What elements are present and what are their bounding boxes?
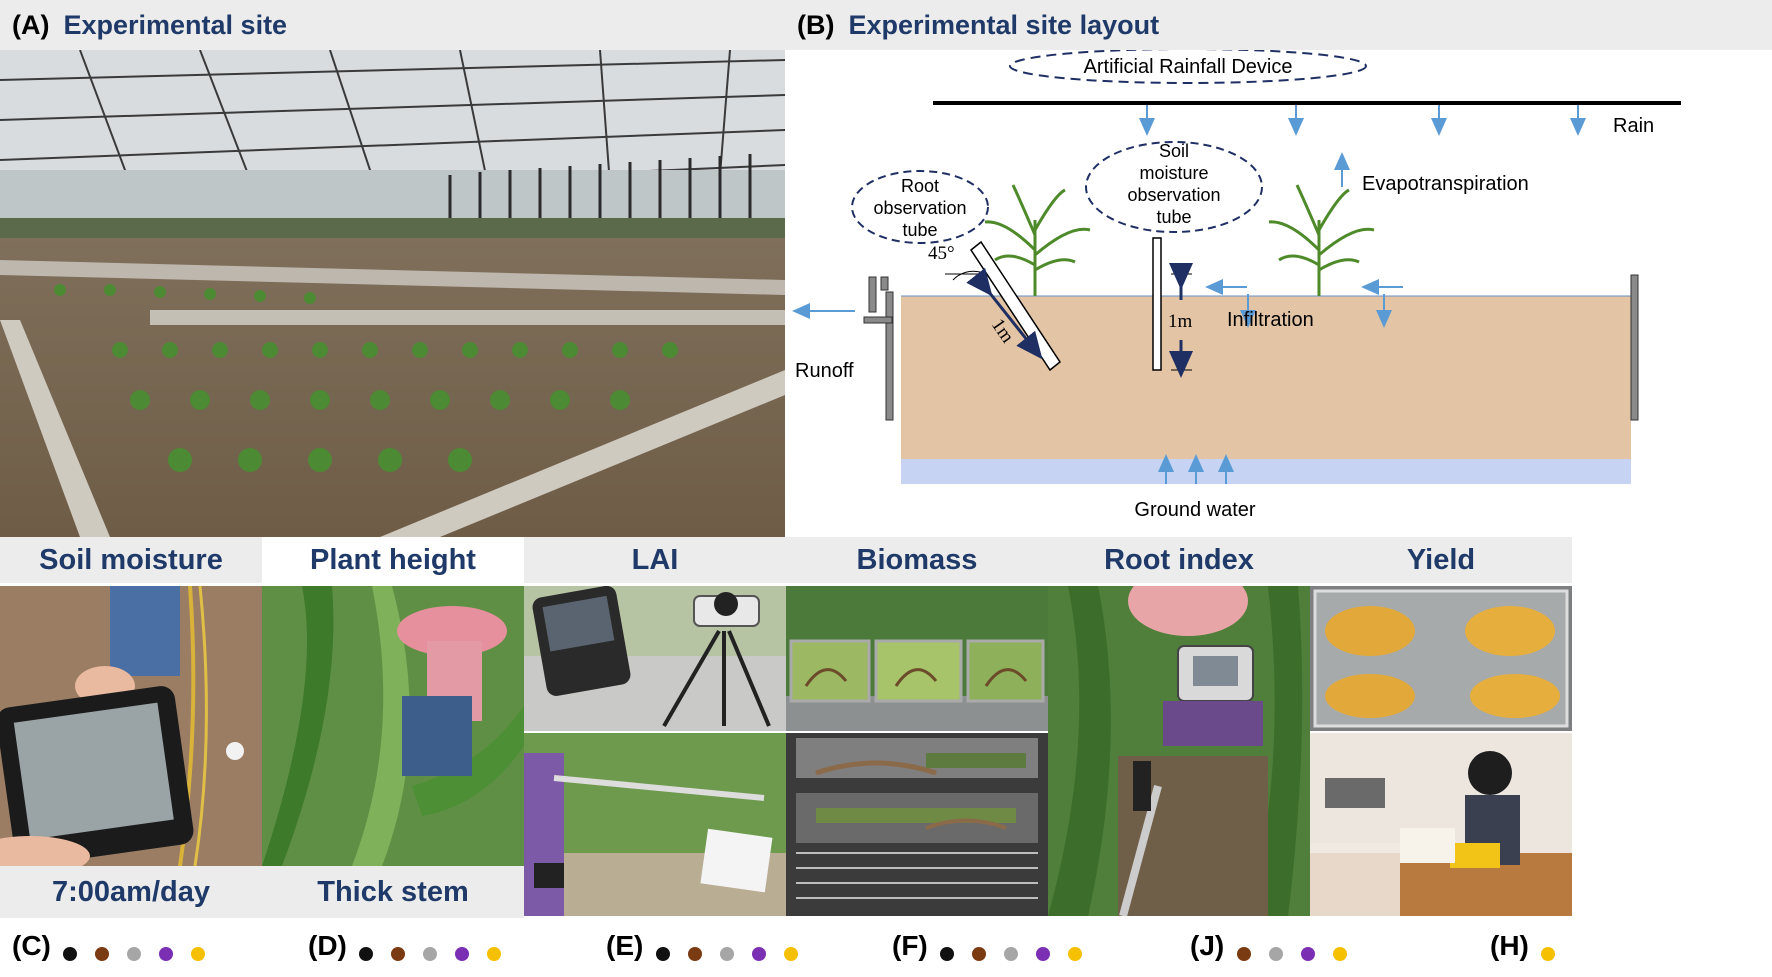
section-title-yield: Yield: [1310, 537, 1572, 583]
rainfall-device-outline: [1009, 48, 1367, 84]
yield-kernels-photo: [1310, 586, 1572, 731]
lai-measurement-photo: [524, 733, 786, 916]
soil-tube-label-1: Soil: [1159, 141, 1189, 161]
panel-j-letter: (J): [1190, 930, 1225, 961]
legend-dot: [391, 947, 406, 961]
runoff-outlet: [863, 316, 893, 324]
biomass-trays-photo: [786, 586, 1048, 731]
infiltration-arrows: [1205, 279, 1403, 328]
soil-tube-label-2: moisture: [1139, 163, 1208, 183]
legend-dot: [95, 947, 110, 961]
panel-a-title: Experimental site: [63, 9, 288, 40]
legend-dot: [1068, 947, 1083, 961]
panel-b-letter: (B): [797, 9, 835, 40]
legend-dot: [972, 947, 987, 961]
yield-weighing-photo: [1310, 733, 1572, 916]
root-index-photo: [1048, 586, 1310, 916]
root-tube-label-1: Root: [901, 176, 939, 196]
panel-f-letter: (F): [892, 930, 928, 961]
soil-tube-label-4: tube: [1156, 207, 1191, 227]
legend-dot: [1004, 947, 1019, 961]
panel-c-legend: (C): [12, 930, 262, 970]
panel-a-letter: (A): [12, 9, 50, 40]
panel-d-legend: (D): [308, 930, 558, 970]
panel-h-letter: (H): [1490, 930, 1529, 961]
panel-e-letter: (E): [606, 930, 644, 961]
legend-dot: [63, 947, 78, 961]
panel-j-legend: (J): [1190, 930, 1440, 970]
rainfall-device-label: Artificial Rainfall Device: [1084, 56, 1293, 78]
panel-c-letter: (C): [12, 930, 51, 961]
legend-dot: [719, 947, 734, 961]
section-title-lai: LAI: [524, 537, 786, 583]
soil-moisture-tube: [1152, 237, 1162, 371]
groundwater-arrows: [1158, 454, 1234, 484]
section-title-root-index: Root index: [1048, 537, 1310, 583]
legend-dot: [655, 947, 670, 961]
legend-dot: [687, 947, 702, 961]
legend-dot: [455, 947, 470, 961]
root-length-arrow: [966, 267, 1043, 360]
panel-b-titlebar: (B) Experimental site layout: [785, 0, 1772, 50]
caption-soil-moisture: 7:00am/day: [0, 866, 262, 918]
legend-dot: [940, 947, 955, 961]
infiltration-label: Infiltration: [1227, 309, 1314, 331]
legend-dot: [1236, 947, 1251, 961]
root-tube-label-3: tube: [902, 220, 937, 240]
greenhouse-photo: [0, 50, 785, 537]
legend-dot: [751, 947, 766, 961]
panel-d-letter: (D): [308, 930, 347, 961]
groundwater-layer: [901, 459, 1631, 484]
legend-dot: [423, 947, 438, 961]
legend-dot: [159, 947, 174, 961]
legend-dot: [127, 947, 142, 961]
rain-arrows: [1139, 105, 1586, 136]
evapotranspiration-label: Evapotranspiration: [1362, 173, 1529, 195]
legend-dot: [1332, 947, 1347, 961]
corn-plant-right: [1268, 184, 1375, 296]
panel-h-legend: (H): [1490, 930, 1740, 970]
soil-tube-label-3: observation: [1127, 185, 1220, 205]
groundwater-label: Ground water: [1134, 499, 1256, 521]
runoff-label: Runoff: [795, 360, 854, 382]
corn-plant-left: [984, 184, 1091, 296]
legend-dot: [1300, 947, 1315, 961]
lai-device-photo: [524, 586, 786, 731]
soil-tube-length-label: 1m: [1168, 311, 1193, 332]
legend-dot: [191, 947, 206, 961]
caption-plant-height: Thick stem: [262, 866, 524, 918]
section-title-biomass: Biomass: [786, 537, 1048, 583]
panel-f-legend: (F): [892, 930, 1142, 970]
angle-label: 45°: [928, 243, 955, 264]
legend-dot: [1268, 947, 1283, 961]
legend-dot: [783, 947, 798, 961]
right-wall: [1630, 274, 1639, 421]
legend-dot: [359, 947, 374, 961]
legend-dot: [1541, 947, 1556, 961]
biomass-oven-photo: [786, 733, 1048, 916]
legend-dot: [487, 947, 502, 961]
section-title-plant-height: Plant height: [262, 537, 524, 583]
root-tube-label-2: observation: [873, 198, 966, 218]
panel-b-title: Experimental site layout: [848, 9, 1160, 40]
legend-dot: [1036, 947, 1051, 961]
soil-moisture-photo: [0, 586, 262, 866]
plant-height-photo: [262, 586, 524, 866]
panel-e-legend: (E): [606, 930, 856, 970]
left-wall: [885, 291, 894, 421]
section-title-soil-moisture: Soil moisture: [0, 537, 262, 583]
site-layout-diagram: Artificial Rainfall Device Rain Runoff R…: [785, 48, 1772, 537]
panel-a-titlebar: (A) Experimental site: [0, 0, 785, 50]
rain-label: Rain: [1613, 115, 1654, 137]
